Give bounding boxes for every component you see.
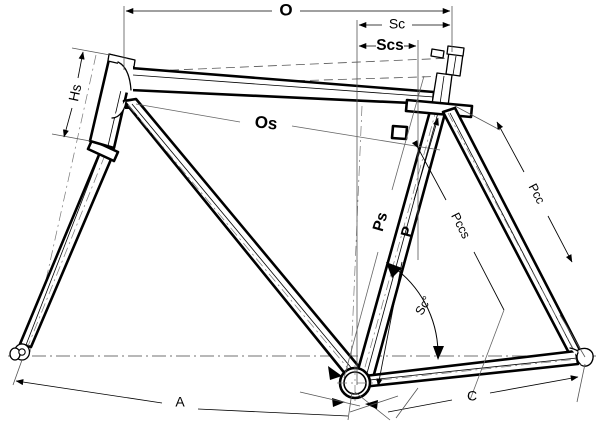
pccs-dim-mid [473, 251, 505, 311]
seat-tube-centerline [361, 106, 438, 379]
rear-dropout [576, 347, 594, 367]
chain-stay [354, 347, 584, 389]
rear-dropout-hook [577, 347, 594, 367]
down-tube [111, 97, 367, 383]
label-c: C [467, 388, 477, 404]
seat-tube-axis [349, 105, 363, 385]
seat-post-edge [439, 75, 445, 105]
pccs-leader-lower [469, 309, 505, 401]
top-tube [116, 61, 436, 109]
a-ext-right [347, 391, 353, 421]
p-dim-lower [376, 261, 403, 387]
ps-leader-lower [343, 251, 379, 379]
seat-tube-inner-edge [365, 108, 440, 378]
p-dim-upper [413, 117, 439, 201]
top-tube-head-fillet [117, 61, 132, 91]
top-tube-head-blend [116, 62, 133, 94]
bottom-bracket [337, 365, 373, 401]
hs-ext-top [71, 47, 111, 56]
bb-ext-b [349, 395, 399, 413]
dimension-ps: Ps [343, 75, 425, 379]
label-sc-angle: Sc° [412, 294, 434, 318]
dimension-hs: Hs [51, 47, 111, 142]
hs-dim-upper [77, 51, 85, 79]
pcc-dim-lower [547, 215, 573, 263]
dimension-a: A [12, 359, 353, 421]
label-pccs: Pccs [448, 210, 473, 240]
front-axle-hole [18, 348, 26, 356]
down-tube-inner-edge [131, 103, 359, 377]
a-ext-left [12, 359, 23, 386]
label-sc: Sc [389, 16, 405, 32]
dimension-o: O [123, 0, 453, 70]
fork-centerline [27, 154, 106, 347]
seat-tube-tab [390, 124, 409, 141]
c-dim-right [489, 375, 579, 394]
seat-tube [354, 45, 474, 380]
fork [9, 138, 120, 361]
dimension-sc-angle: Sc° [386, 262, 444, 360]
seat-lug-bar [404, 98, 474, 119]
pcc-dim-upper [496, 121, 525, 173]
pcc-ext-bottom [559, 314, 586, 358]
dimension-scs: Scs [358, 37, 419, 260]
seat-tube-body [354, 102, 449, 380]
bb-arrow-lower-left [332, 398, 345, 407]
sc-angle-arrow-end [433, 346, 444, 360]
fork-crown-race [86, 138, 120, 163]
hs-ext-bottom [51, 133, 91, 142]
fork-blade-edge [25, 156, 100, 346]
chain-stay-inner-edge [359, 357, 578, 382]
fork-blade [18, 148, 114, 349]
seat-stay-centerline [447, 112, 576, 353]
down-tube-head-fillet [111, 99, 127, 119]
seat-clamp-ear [430, 48, 445, 59]
ps-leader-upper [391, 75, 425, 191]
label-hs: Hs [65, 83, 84, 103]
bb-dimension-arrows [299, 366, 419, 419]
seat-post-upper-edge [452, 55, 457, 76]
front-dropout [9, 343, 31, 361]
bb-ext-a [299, 391, 361, 407]
pccs-dim-upper [411, 140, 447, 201]
a-dim-left [15, 379, 163, 404]
top-tube-upper-dash [127, 57, 453, 73]
seat-clamp [446, 45, 465, 57]
pcc-ext-top [454, 105, 501, 131]
dimension-p: P [376, 117, 439, 387]
os-leader-left [135, 103, 241, 123]
sc-angle-arrow-start [386, 262, 402, 278]
bb-ext-c [395, 387, 419, 419]
label-a: A [175, 394, 185, 410]
chain-stay-centerline [361, 358, 579, 383]
label-pcc: Pcc [526, 181, 548, 206]
sc-angle-arc [391, 265, 439, 353]
a-dim-right [197, 408, 349, 417]
c-ext-right [576, 363, 586, 403]
label-os: Os [254, 112, 279, 133]
front-dropout-tab [9, 347, 21, 361]
label-p: P [398, 225, 417, 239]
c-dim-left [387, 399, 453, 413]
label-o: O [279, 0, 292, 19]
dimension-sc: Sc [356, 16, 451, 385]
top-tube-inner-edge2 [132, 74, 435, 98]
bb-arrow-left [328, 366, 342, 380]
label-ps: Ps [370, 210, 392, 233]
hs-dim-lower [62, 107, 73, 138]
label-scs: Scs [376, 37, 404, 54]
